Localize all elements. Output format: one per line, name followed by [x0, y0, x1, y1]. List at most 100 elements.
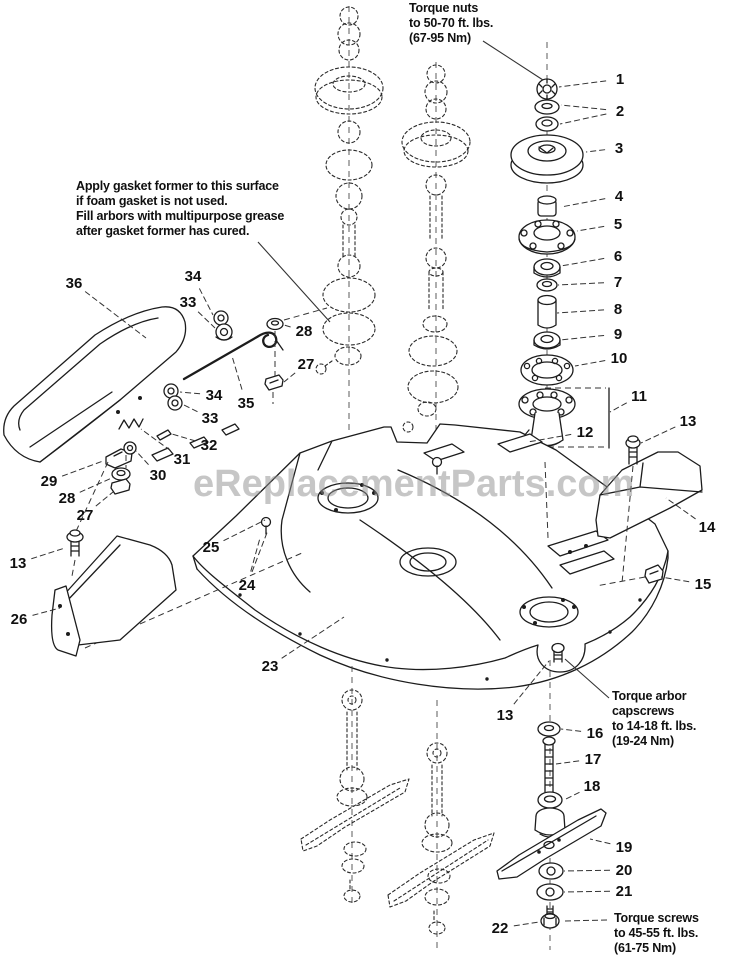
blade-screw-part22: [540, 905, 560, 929]
part-label-33: 33: [180, 294, 197, 311]
washer-28: [266, 317, 284, 331]
spring-31: [118, 418, 144, 430]
ghost-blade-assembly-left: [300, 666, 410, 905]
deck-shell-part23: [84, 423, 669, 690]
torque-arbor-capscrews-note-leader: [564, 658, 610, 699]
leader-line-27: [95, 491, 114, 507]
part-label-10: 10: [611, 350, 628, 367]
leader-line-17: [555, 760, 580, 765]
leader-line-31: [140, 428, 171, 452]
part-label-14: 14: [699, 519, 716, 536]
gasket-former-note-leader: [257, 241, 331, 323]
part-label-34: 34: [206, 387, 223, 404]
spacer-part8: [537, 294, 557, 329]
bolt-13: [621, 435, 641, 584]
part-label-12: 12: [577, 424, 594, 441]
carriage-bolt: [260, 516, 272, 528]
part-label-34: 34: [185, 268, 202, 285]
pulley-part3: [510, 134, 584, 184]
part-label-18: 18: [584, 778, 601, 795]
leader-line-35: [231, 355, 243, 390]
leader-line-13: [640, 426, 676, 444]
part-label-15: 15: [695, 576, 712, 593]
torque-arbor-capscrews-note: Torque arbor capscrews to 14-18 ft. lbs.…: [612, 689, 697, 748]
washer-part21: [536, 883, 564, 901]
watermark: eReplacementParts.com: [193, 463, 635, 505]
part-label-1: 1: [616, 71, 624, 88]
deck-edge-tabs: [151, 423, 240, 462]
spindle-column-parts: [510, 42, 610, 470]
leader-line-24: [251, 529, 269, 573]
guide-line: [283, 307, 328, 321]
leader-line-15: [660, 576, 690, 583]
leader-line-20: [563, 869, 611, 872]
bearing-part9: [533, 331, 561, 350]
blade-part19: [496, 808, 607, 880]
nut-part4: [537, 195, 557, 217]
leader-line-30: [135, 450, 149, 466]
leader-line-14: [665, 497, 696, 520]
bearing-part6: [533, 258, 561, 278]
ghost-blade-assembly-right: [387, 700, 495, 952]
gasket-flange-part10: [520, 354, 574, 386]
spindle-opening-center: [399, 547, 457, 577]
torque-screws-note-leader: [562, 919, 608, 922]
leader-line-8: [556, 309, 605, 314]
cover-part14: [595, 435, 703, 587]
part-label-19: 19: [616, 839, 633, 856]
leader-line-34: [179, 391, 201, 395]
nut-33: [215, 323, 233, 341]
part-label-6: 6: [614, 248, 622, 265]
leader-line-16: [560, 728, 582, 732]
leader-line-19: [589, 838, 611, 845]
part-label-20: 20: [616, 862, 633, 879]
deck-bracket: [423, 443, 465, 462]
part-label-27: 27: [298, 356, 315, 373]
leader-line-29: [61, 460, 104, 477]
part-label-9: 9: [614, 326, 622, 343]
leader-lines: [31, 40, 696, 927]
leader-line-34: [198, 288, 214, 316]
leader-line-1: [558, 80, 607, 88]
ghost-spindle-stack-left: [314, 6, 384, 434]
part-label-24: 24: [239, 577, 256, 594]
spacer-part20: [538, 862, 564, 880]
ghost-spindle-stack-right: [401, 62, 471, 450]
leader-line-22: [513, 921, 540, 927]
part-label-35: 35: [238, 395, 255, 412]
part-label-11: 11: [631, 388, 647, 405]
gasket-former-note: Apply gasket former to this surface if f…: [76, 179, 285, 238]
leader-line-32: [171, 433, 196, 442]
part-label-13: 13: [680, 413, 697, 430]
leader-line-13: [513, 660, 550, 705]
part-number-labels: 1234567891011121314151617181920212213232…: [10, 71, 716, 937]
leader-line-6: [560, 257, 605, 267]
bearing-part18: [537, 791, 563, 809]
part-label-28: 28: [296, 323, 313, 340]
part-label-22: 22: [492, 920, 509, 937]
bracket-29: [105, 448, 133, 469]
bolt-13: [66, 529, 84, 577]
part-label-36: 36: [66, 275, 83, 292]
hub-flange-part5: [518, 219, 576, 255]
leader-line-24: [250, 537, 261, 572]
part-label-3: 3: [615, 140, 623, 157]
pin-32: [156, 429, 172, 441]
torque-nuts-note: Torque nuts to 50-70 ft. lbs. (67-95 Nm): [409, 1, 494, 45]
clip-27: [110, 478, 131, 495]
leader-line-9: [559, 334, 605, 341]
part-label-32: 32: [201, 437, 218, 454]
leader-line-4: [560, 198, 606, 208]
leader-line-28: [283, 324, 291, 328]
part-label-8: 8: [614, 301, 622, 318]
leader-line-25: [223, 519, 266, 542]
torque-screws-note: Torque screws to 45-55 ft. lbs. (61-75 N…: [614, 911, 699, 955]
washer-30: [123, 441, 137, 455]
arbor-bolt-part17: [542, 736, 556, 793]
part-label-30: 30: [150, 467, 167, 484]
leader-line-21: [563, 890, 611, 893]
leader-line-23: [281, 616, 345, 659]
leader-line-11: [609, 402, 627, 413]
part-label-13: 13: [10, 555, 27, 572]
